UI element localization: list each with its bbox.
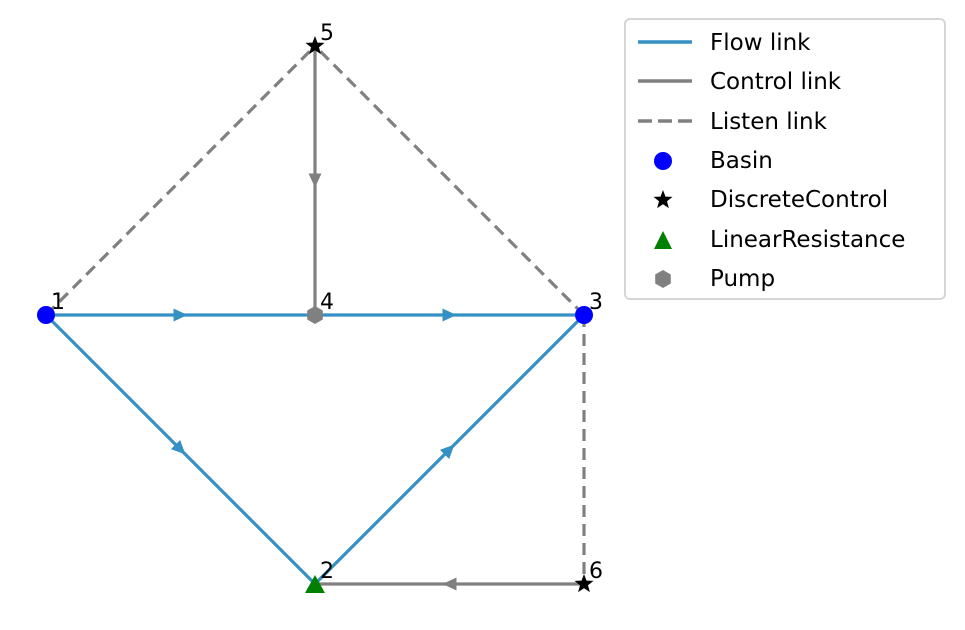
- flow-link-1-4: [46, 308, 315, 322]
- node-label-6: 6: [589, 559, 603, 584]
- legend-label: LinearResistance: [710, 227, 906, 253]
- arrowhead-icon: [442, 577, 457, 591]
- listen-link-line: [313, 44, 586, 317]
- legend-item-flow-link: Flow link: [626, 28, 944, 58]
- discrete-control-node-6: [574, 574, 594, 593]
- legend-item-basin: Basin: [626, 146, 944, 176]
- pump-node-4: [307, 306, 323, 324]
- pump-hexagon-icon: [655, 270, 671, 288]
- legend-label: Basin: [710, 148, 773, 174]
- arrowhead-icon: [442, 308, 457, 322]
- legend-label: Listen link: [710, 109, 827, 135]
- edges-layer: [44, 44, 586, 591]
- listen-link-swatch-icon: [638, 119, 692, 123]
- labels-layer: 1 2 3 4 5 6: [51, 21, 603, 584]
- control-link-swatch-icon: [638, 79, 692, 83]
- basin-node-3: [575, 306, 593, 324]
- nodes-layer: [37, 36, 594, 593]
- listen-link-line: [44, 44, 317, 317]
- legend-label: Pump: [710, 266, 776, 292]
- listen-link-1-5: [44, 44, 317, 317]
- control-link-6-2: [315, 577, 584, 591]
- flow-link-2-3: [313, 313, 586, 586]
- node-label-1: 1: [51, 290, 65, 315]
- legend-label: Flow link: [710, 30, 811, 56]
- legend-label: Control link: [710, 69, 842, 95]
- listen-link-3-5: [313, 44, 586, 317]
- linear-resistance-triangle-icon: [654, 231, 672, 249]
- legend: Flow link Control link Listen link Basin…: [624, 18, 946, 300]
- legend-item-control-link: Control link: [626, 67, 944, 97]
- legend-item-pump: Pump: [626, 264, 944, 294]
- flow-link-1-2: [44, 313, 317, 586]
- legend-item-discrete-control: DiscreteControl: [626, 185, 944, 215]
- node-label-3: 3: [589, 290, 603, 315]
- legend-item-linear-resistance: LinearResistance: [626, 225, 944, 255]
- linear-resistance-node-2: [305, 575, 325, 593]
- discrete-control-star-icon: [653, 190, 673, 209]
- arrowhead-icon: [173, 308, 188, 322]
- node-label-2: 2: [320, 559, 334, 584]
- basin-node-1: [37, 306, 55, 324]
- node-label-5: 5: [320, 21, 334, 46]
- control-link-5-4: [308, 46, 322, 315]
- legend-label: DiscreteControl: [710, 187, 889, 213]
- arrowhead-icon: [439, 444, 455, 460]
- arrowhead-icon: [308, 173, 322, 188]
- flow-link-4-3: [315, 308, 584, 322]
- flow-link-swatch-icon: [638, 40, 692, 44]
- discrete-control-node-5: [305, 36, 325, 55]
- basin-circle-icon: [654, 152, 672, 170]
- arrowhead-icon: [170, 439, 186, 455]
- node-label-4: 4: [320, 290, 334, 315]
- legend-item-listen-link: Listen link: [626, 107, 944, 137]
